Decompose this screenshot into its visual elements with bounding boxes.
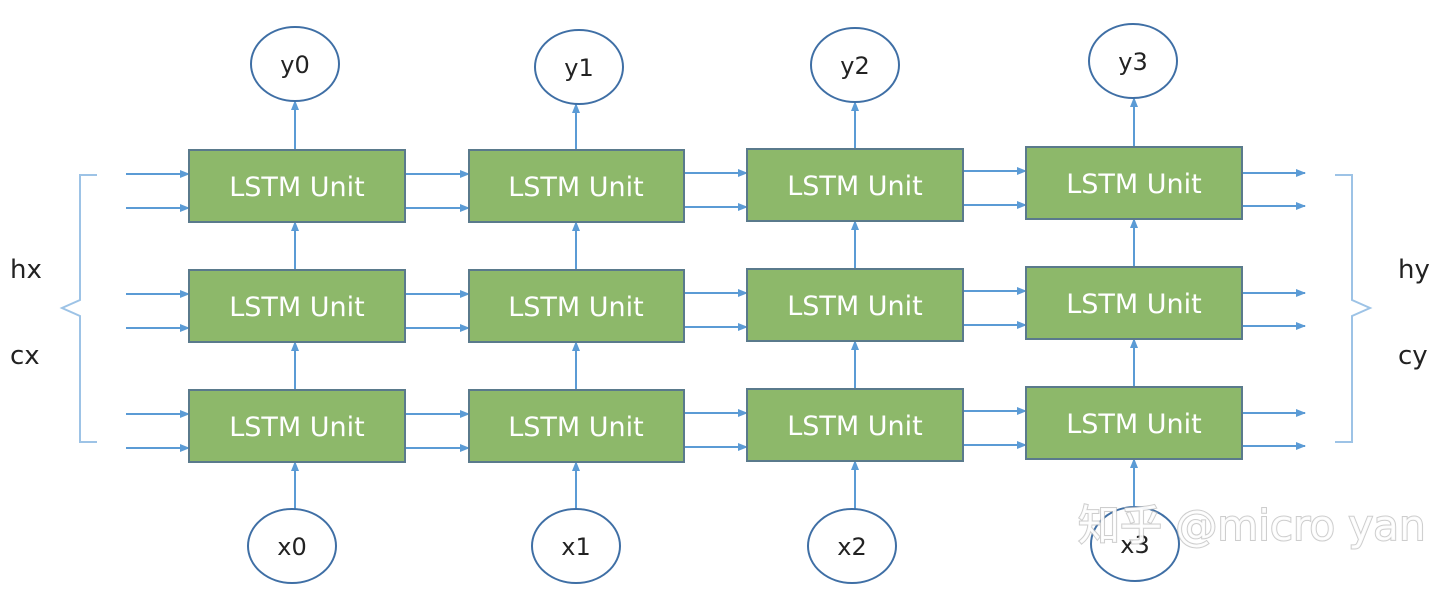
lstm-unit-label: LSTM Unit bbox=[229, 172, 365, 203]
lstm-unit-label: LSTM Unit bbox=[787, 411, 923, 442]
output-node-y1: y1 bbox=[534, 29, 624, 105]
input-node-x0: x0 bbox=[247, 508, 337, 584]
output-nodes: y0 y1 y2 y3 bbox=[250, 23, 1178, 105]
input-label: x1 bbox=[561, 533, 590, 561]
lstm-unit-label: LSTM Unit bbox=[787, 171, 923, 202]
input-node-x1: x1 bbox=[531, 508, 621, 584]
output-label: y1 bbox=[564, 54, 593, 82]
output-node-y3: y3 bbox=[1088, 23, 1178, 99]
lstm-unit-label: LSTM Unit bbox=[508, 412, 644, 443]
lstm-unit-label: LSTM Unit bbox=[1066, 409, 1202, 440]
input-label: x2 bbox=[837, 533, 866, 561]
label-cx: cx bbox=[10, 341, 40, 371]
lstm-unit: LSTM Unit bbox=[188, 389, 406, 463]
input-node-x2: x2 bbox=[807, 508, 897, 584]
lstm-unit-grid: LSTM Unit LSTM Unit LSTM Unit LSTM Unit … bbox=[188, 146, 1243, 463]
input-nodes: x0 x1 x2 x3 bbox=[247, 506, 1180, 584]
watermark-text: 知乎 @micro yan bbox=[1078, 501, 1426, 550]
input-node-x3: x3 bbox=[1090, 506, 1180, 582]
label-hx: hx bbox=[10, 255, 42, 285]
lstm-unit: LSTM Unit bbox=[468, 389, 685, 463]
lstm-unit: LSTM Unit bbox=[746, 388, 964, 462]
lstm-unit: LSTM Unit bbox=[468, 149, 685, 223]
lstm-unit: LSTM Unit bbox=[1025, 146, 1243, 220]
output-node-y2: y2 bbox=[810, 27, 900, 103]
label-hy: hy bbox=[1398, 255, 1430, 285]
output-node-y0: y0 bbox=[250, 26, 340, 102]
lstm-unit: LSTM Unit bbox=[746, 148, 964, 222]
output-label: y2 bbox=[840, 52, 869, 80]
label-cy: cy bbox=[1398, 341, 1428, 371]
lstm-unit-label: LSTM Unit bbox=[508, 292, 644, 323]
connection-arrows bbox=[126, 97, 1306, 509]
watermark: 知乎 @micro yan 知乎 @micro yan bbox=[1077, 500, 1427, 551]
output-label: y0 bbox=[280, 51, 309, 79]
lstm-unit-label: LSTM Unit bbox=[508, 172, 644, 203]
right-brace bbox=[1335, 174, 1373, 443]
lstm-unit: LSTM Unit bbox=[188, 269, 406, 343]
lstm-unit: LSTM Unit bbox=[1025, 266, 1243, 340]
lstm-unit: LSTM Unit bbox=[468, 269, 685, 343]
left-brace bbox=[59, 174, 97, 443]
lstm-unit-label: LSTM Unit bbox=[1066, 169, 1202, 200]
input-label: x3 bbox=[1120, 531, 1149, 559]
lstm-unit-label: LSTM Unit bbox=[1066, 289, 1202, 320]
input-label: x0 bbox=[277, 533, 306, 561]
lstm-unit: LSTM Unit bbox=[1025, 386, 1243, 460]
lstm-unit-label: LSTM Unit bbox=[229, 292, 365, 323]
output-label: y3 bbox=[1118, 48, 1147, 76]
lstm-unit-label: LSTM Unit bbox=[787, 291, 923, 322]
watermark-outline: 知乎 @micro yan bbox=[1078, 501, 1426, 550]
lstm-unit: LSTM Unit bbox=[746, 268, 964, 342]
lstm-unit: LSTM Unit bbox=[188, 149, 406, 223]
lstm-unit-label: LSTM Unit bbox=[229, 412, 365, 443]
